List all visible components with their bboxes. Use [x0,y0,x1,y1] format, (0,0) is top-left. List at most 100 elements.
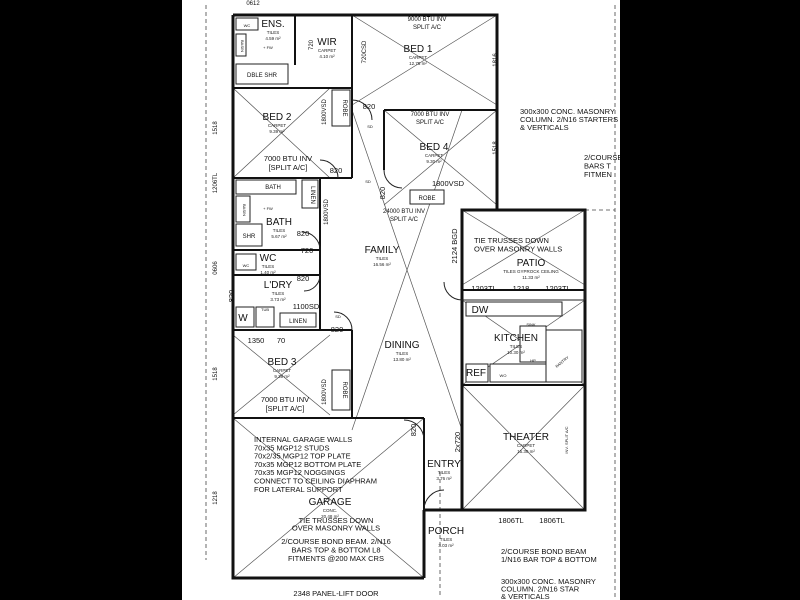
door-1800vsd-bed2: 1800VSD [322,98,328,124]
hotplate-fixture [519,325,547,363]
outer-walls [231,13,587,580]
note-garage-walls-line-2: 70x35 MGP12 STUDS [254,443,329,452]
door-1800vsd-bath: 1800VSD [324,198,330,224]
ac-bed2-split: [SPLIT A/C] [268,163,307,172]
bath-basin-label: BASIN [242,204,247,216]
door-sd-bed3: SD [335,314,341,319]
ens-basin-fixture [235,33,247,57]
kitchen-bench-fixture [465,301,563,317]
ref-label: REF [466,368,486,379]
room-name-wc: WC [260,253,277,264]
door-2x720-theater: 2x720 [453,432,462,452]
room-finish-patio: TILES GYPROCK CEILING [503,269,559,274]
room-finish-wir: CARPET [318,48,337,53]
note-course-bars-line-3: FITMEN [584,170,612,179]
room-area-wc: 1.40 m² [260,270,276,275]
room-finish-entry: TILES [438,470,451,475]
robe-bed2-fixture [331,89,351,127]
note-bond-beam-porch-line-2: 1/N16 BAR TOP & BOTTOM [501,555,597,564]
note-bond-beam-garage-line-2: BARS TOP & BOTTOM L8 [291,546,380,555]
room-name-ens: ENS. [261,19,284,30]
note-bond-beam-garage-line-3: FITMENTS @200 MAX CRS [288,554,384,563]
door-820-bed4: 820 [378,187,387,200]
room-name-porch: PORCH [428,526,464,537]
door-820-bed3: 820 [331,325,344,334]
room-area-bed1: 12.75 m² [409,61,427,66]
door-720csd-bed1: 720CSD [362,40,368,63]
room-name-bed4: BED 4 [420,142,449,153]
fixtures [235,17,583,411]
room-name-theater: THEATER [503,432,549,443]
note-tie-trusses-garage-line-1: TIE TRUSSES DOWN [299,516,374,525]
room-area-entry: 3.76 m² [436,476,452,481]
note-bond-beam-garage-line-1: 2/COURSE BOND BEAM. 2/N16 [281,537,391,546]
ac-bed1-split: SPLIT A/C [413,25,442,31]
dim-1218-patio: 1218 [513,284,530,293]
ac-bed1-capacity: 9000 BTU INV [408,17,447,23]
note-column-bottom-line-1: 300x300 CONC. MASONRY [501,577,596,586]
room-area-kitchen: 10.30 m² [507,350,525,355]
room-area-ens: 4.59 m² [265,36,281,41]
washer-fixture [235,306,255,328]
note-garage-walls-line-3: 70x2/35 MGP12 TOP PLATE [254,452,351,461]
bath-tub-fixture [235,179,297,195]
room-finish-kitchen: TILES [510,344,523,349]
ac-bed4-split: SPLIT A/C [416,120,445,126]
note-garage-walls-line-5: 70x35 MGP12 NOGGINGS [254,468,345,477]
tub-label: TUB [261,307,269,312]
dble-shr-fixture [235,63,289,85]
note-garage-walls-line-6: CONNECT TO CEILING DIAPHRAM [254,477,377,486]
dim-1206tl: 1206TL [213,172,219,193]
door-sd-bed2: SD [367,124,373,129]
room-name-entry: ENTRY [427,459,461,470]
room-name-garage: GARAGE [309,497,352,508]
note-column-top-line-1: 300x300 CONC. MASONRY [520,107,615,116]
wc-fixture-label: WC [243,263,250,268]
room-name-bed2: BED 2 [263,112,292,123]
room-name-wir: WIR [317,37,336,48]
note-column-top-line-2: COLUMN. 2/N16 STARTERS [520,115,618,124]
room-finish-family: TILES [376,256,389,261]
note-column-bottom-line-3: & VERTICALS [501,592,550,600]
wc-fixture [235,253,257,271]
room-area-patio: 11.33 m² [522,275,540,280]
note-tie-trusses-garage-line-2: OVER MASONRY WALLS [292,524,380,533]
shower-fixture [235,223,263,247]
linen-bath-fixture [301,179,319,209]
room-area-garage: 20.48 m² [321,514,339,519]
ac-bed3-split: [SPLIT A/C] [265,404,304,413]
door-820-bed2: 820 [330,166,343,175]
door-820-ldry: 820 [297,274,310,283]
room-name-bath: BATH [266,217,292,228]
room-finish-bed1: CARPET [409,55,428,60]
room-area-porch: 3.03 m² [438,543,454,548]
dim-1518-bed2: 1518 [213,121,219,135]
tub-fixture [255,306,275,328]
dw-label: DW [472,305,489,316]
shr-label: SHR [243,234,256,240]
wo-label: WO [500,373,507,378]
door-sd-bed4: SD [365,179,371,184]
ac-bed4-capacity: 7000 BTU INV [411,112,450,118]
note-tie-trusses-patio-line-1: TIE TRUSSES DOWN [474,236,549,245]
note-bond-beam-porch-line-1: 2/COURSE BOND BEAM [501,547,586,556]
hp-label: HP [530,358,536,363]
door-720-wc: 720 [301,246,314,255]
ac-family-capacity: 24000 BTU INV [383,209,425,215]
room-area-theater: 15.30 m² [517,449,535,454]
note-garage-walls-line-4: 70x35 MGP12 BOTTOM PLATE [254,460,361,469]
bath-basin-fixture [235,195,251,223]
note-column-bottom-line-2: COLUMN. 2/N16 STAR [501,585,580,594]
linen-bath-label: LINEN [309,186,315,204]
ac-family-split: SPLIT A/C [390,217,419,223]
room-area-bed4: 9.30 m² [426,159,442,164]
door-820-laundry-side: 820 [227,290,236,303]
room-finish-bed2: CARPET [268,123,287,128]
robe-bed3-label: ROBE [341,381,347,398]
note-column-top-line-3: & VERTICALS [520,123,569,132]
robe-bed2-label: ROBE [341,99,347,116]
dble-shr-label: DBLE SHR [247,73,278,79]
ens-wc-label: WC [244,23,251,28]
